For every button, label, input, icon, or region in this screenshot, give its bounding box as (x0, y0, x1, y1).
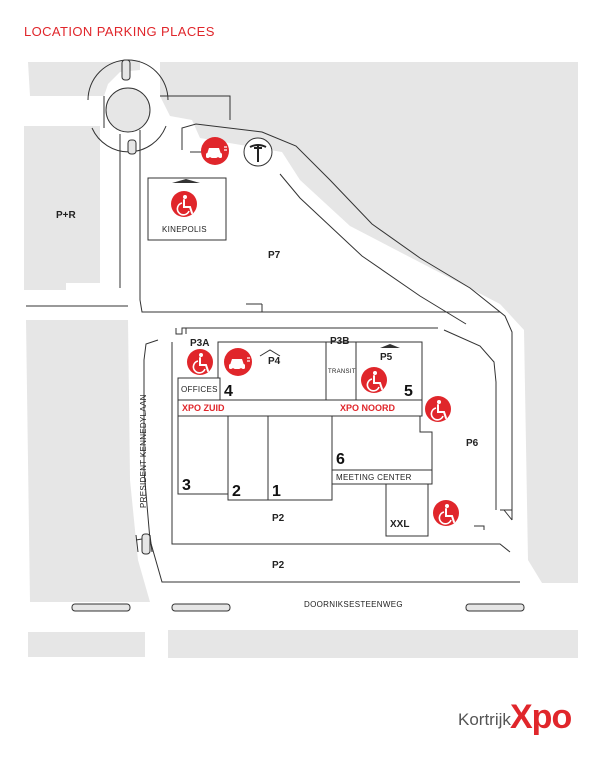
label-kinepolis: KINEPOLIS (162, 225, 207, 234)
label-p2-inner: P2 (272, 513, 285, 524)
hall-1: 1 (272, 483, 281, 500)
label-p4: P4 (268, 356, 281, 367)
wheelchair-icon (424, 395, 452, 423)
label-xxl: XXL (390, 519, 409, 530)
label-transit: TRANSIT (328, 369, 356, 375)
road-lines (26, 95, 520, 583)
label-p-plus-r: P+R (56, 210, 77, 221)
hall-3: 3 (182, 477, 191, 494)
wheelchair-icon (186, 348, 214, 376)
ev-charging-icon (223, 347, 253, 377)
logo-text-xpo: Xpo (510, 698, 572, 736)
label-doorniksesteenweg: DOORNIKSESTEENWEG (304, 600, 403, 609)
wheelchair-icon (360, 366, 388, 394)
label-p6: P6 (466, 438, 479, 449)
wheelchair-icon (170, 190, 198, 218)
road-dividers (71, 59, 525, 612)
label-p2-outer: P2 (272, 560, 285, 571)
logo-text-kortrijk: Kortrijk (458, 710, 511, 729)
hall-2: 2 (232, 483, 241, 500)
label-xpo-noord: XPO NOORD (340, 403, 396, 413)
grey-blocks (24, 60, 578, 658)
hall-4: 4 (224, 383, 233, 400)
label-meeting-center: MEETING CENTER (336, 473, 412, 482)
hall-6: 6 (336, 451, 345, 468)
label-president-kennedylaan: PRESIDENT KENNEDYLAAN (139, 394, 148, 508)
ev-charging-icon (200, 136, 230, 166)
wheelchair-icon (432, 499, 460, 527)
label-p3a: P3A (190, 338, 209, 349)
hall-numbers: 1 2 3 4 5 6 (182, 383, 413, 500)
hall-5: 5 (404, 383, 413, 400)
page-title: LOCATION PARKING PLACES (24, 24, 215, 39)
label-xpo-zuid: XPO ZUID (182, 403, 225, 413)
label-p5: P5 (380, 352, 393, 363)
label-offices: OFFICES (181, 385, 218, 394)
label-p3b: P3B (330, 336, 349, 347)
xpo-buildings (177, 341, 433, 537)
map-labels: P+R KINEPOLIS P7 P3A P4 P3B P5 TRANSIT O… (56, 210, 479, 609)
label-p7: P7 (268, 250, 281, 261)
tesla-icon (243, 137, 273, 167)
